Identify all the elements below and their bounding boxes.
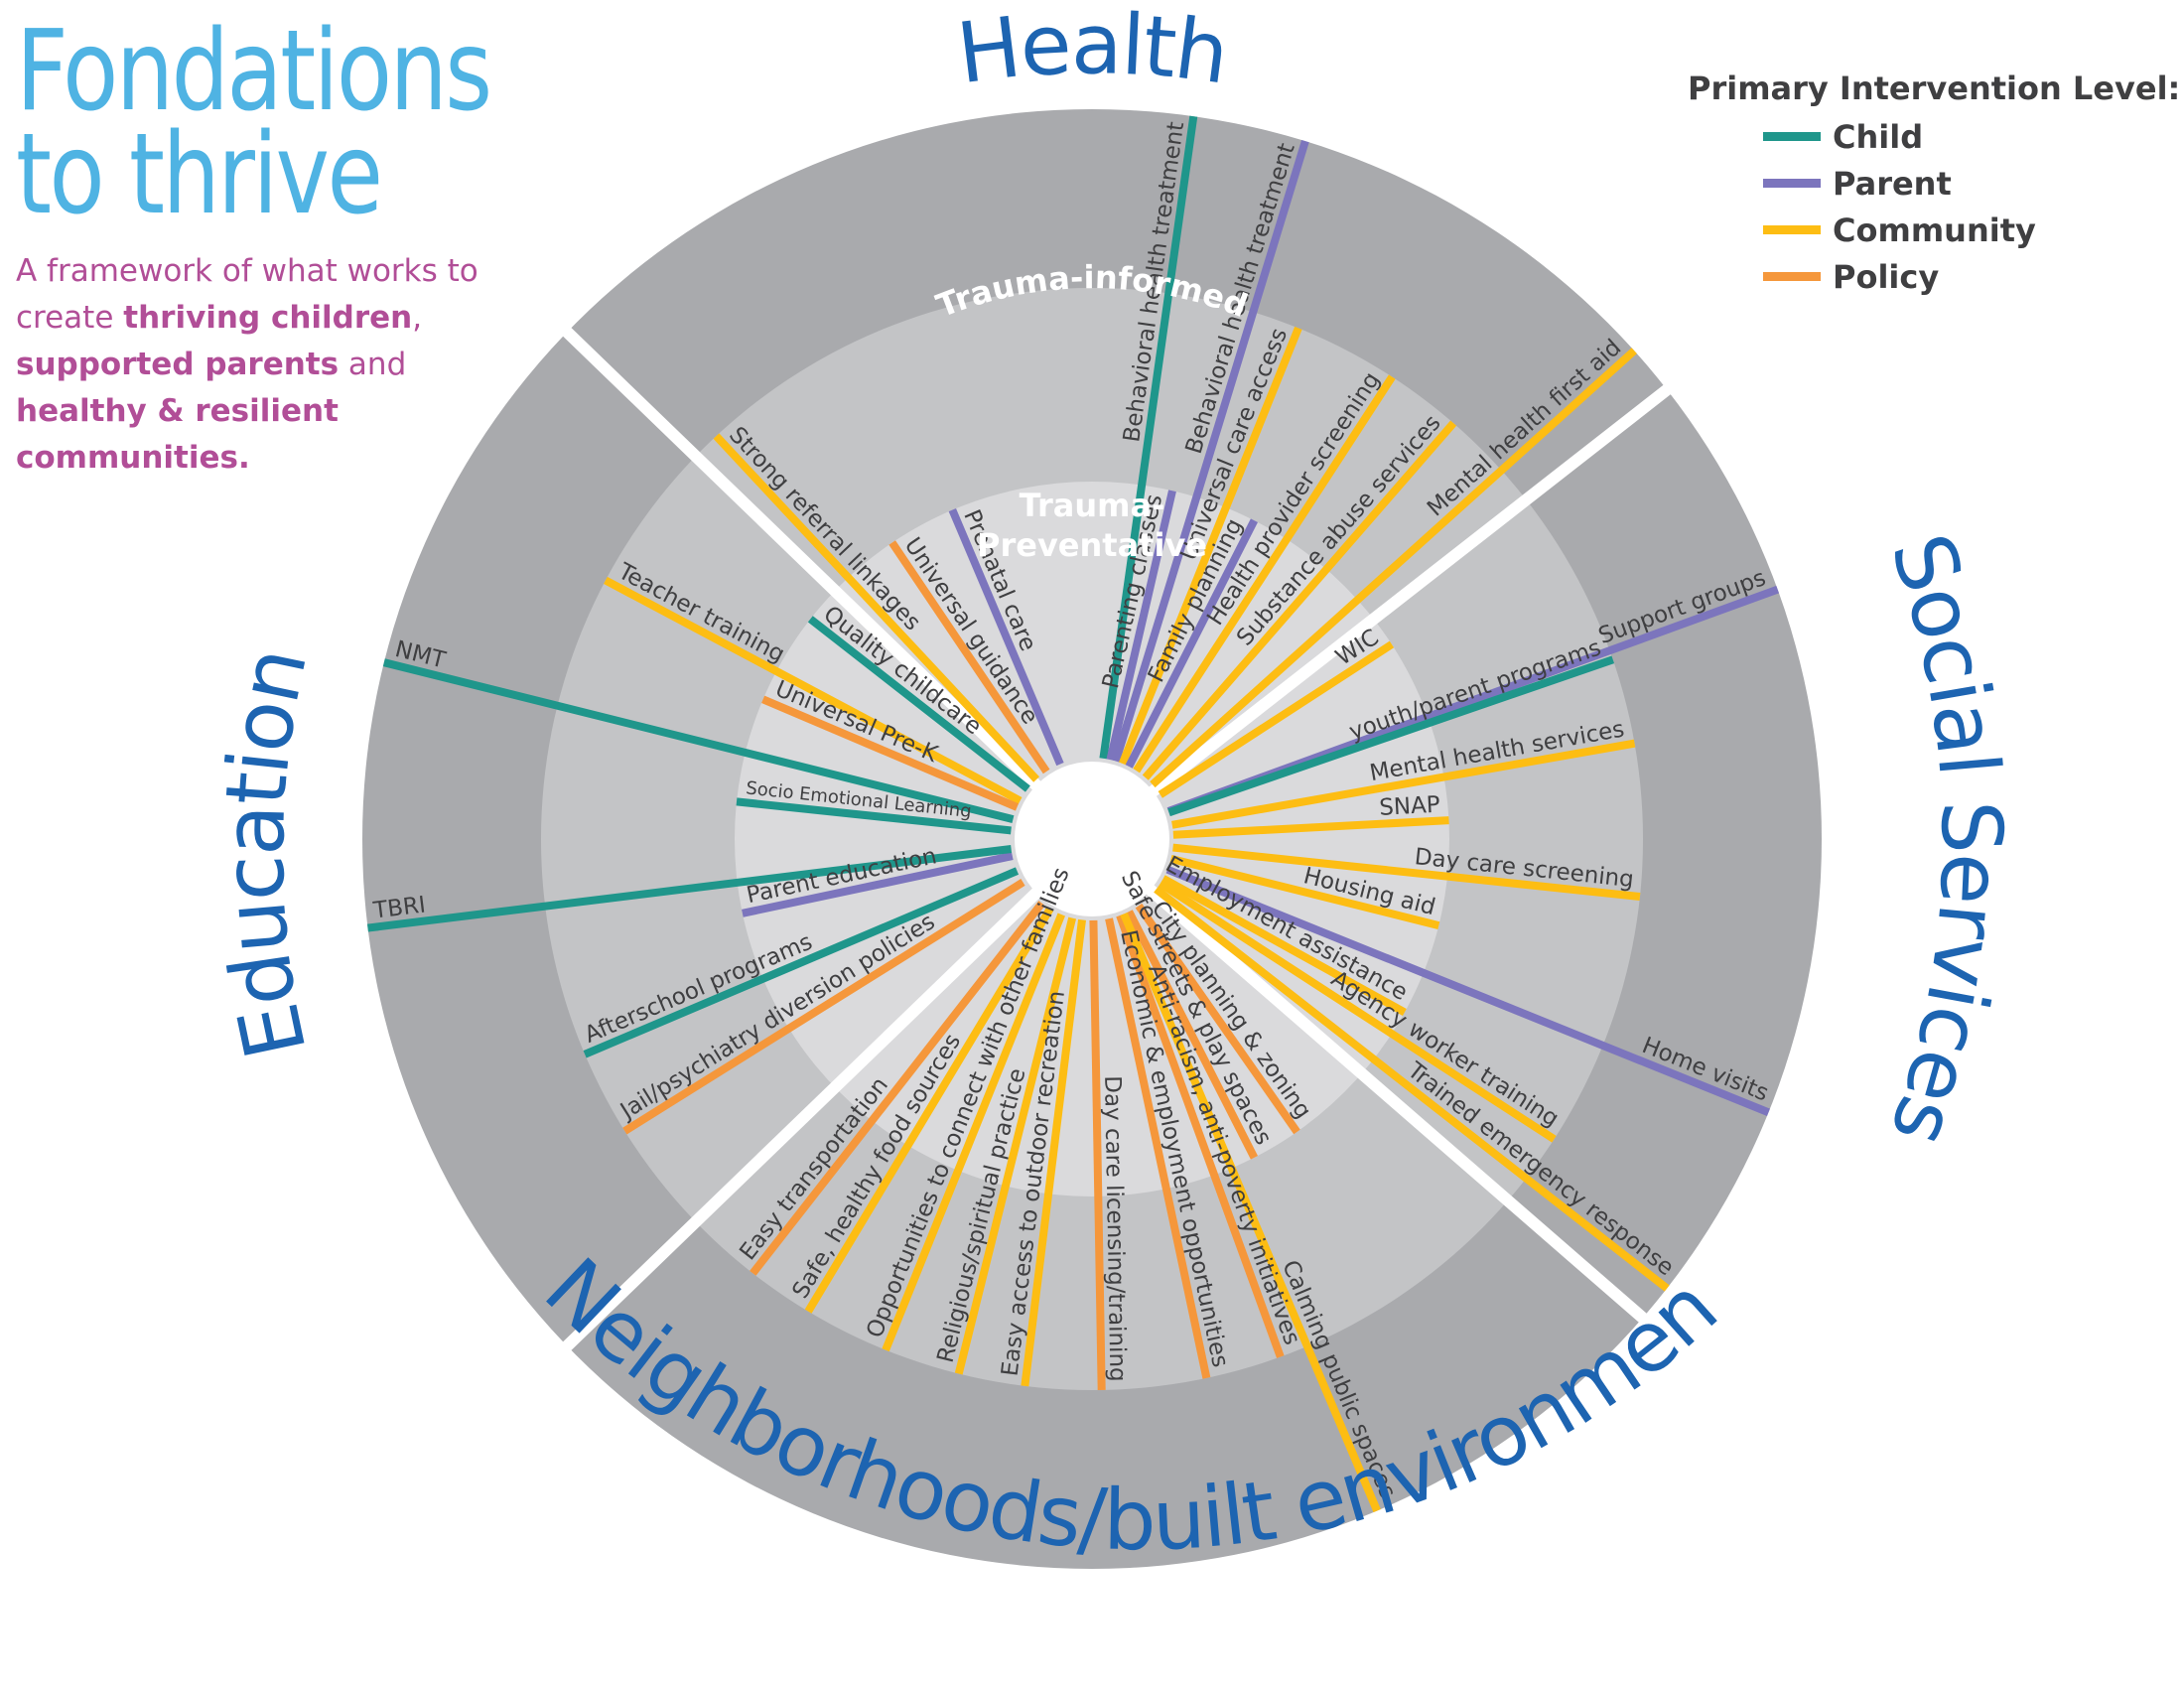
intervention-spoke: [742, 852, 1014, 917]
domain-separator: [1143, 378, 1679, 801]
domain-separators: [555, 321, 1679, 1357]
legend-item-parent: Parent: [1763, 160, 2180, 207]
intervention-spoke: [1167, 655, 1615, 817]
page-subtitle: A framework of what works to create thri…: [16, 248, 522, 482]
subtitle-emphasis-communities: healthy & resilient communities.: [16, 393, 339, 476]
legend-swatch: [1763, 179, 1821, 188]
intervention-spoke: [1172, 816, 1449, 839]
intervention-spoke: [948, 508, 1064, 767]
intervention-spoke: [1125, 518, 1259, 769]
intervention-label: Day care licensing/training: [1099, 1075, 1130, 1382]
domain-label-health-path: Health: [952, 0, 1234, 102]
ring-label-inner-2: Preventative: [977, 526, 1207, 564]
intervention-spoke: [954, 916, 1077, 1375]
legend-swatch: [1763, 132, 1821, 141]
intervention-spoke: [1099, 115, 1198, 760]
domain-label-social-path: Social Services: [1872, 522, 2023, 1156]
ring-label-inner-1: Trauma-: [1020, 487, 1165, 524]
domain-label-social: Social Services: [1872, 522, 2021, 1156]
intervention-spoke: [807, 616, 1030, 792]
intervention-spoke: [1169, 854, 1440, 929]
intervention-spoke: [750, 901, 1045, 1276]
intervention-label: SNAP: [1379, 792, 1441, 821]
page-title-line-2: to thrive: [16, 110, 383, 239]
intervention-spoke: [1021, 918, 1086, 1387]
domain-label-health: Health: [952, 0, 1232, 102]
legend-item-policy: Policy: [1763, 253, 2180, 300]
legend-swatch: [1763, 225, 1821, 234]
intervention-spoke: [604, 576, 1023, 805]
domain-separator: [555, 883, 1046, 1357]
intervention-spoke: [583, 867, 1020, 1058]
intervention-spoke: [1120, 912, 1381, 1513]
intervention-label: TBRI: [371, 892, 427, 923]
intervention-spoke: [713, 433, 1040, 782]
subtitle-text: and: [339, 347, 407, 382]
intervention-spoke: [622, 879, 1025, 1135]
intervention-spoke: [1165, 866, 1770, 1117]
intervention-spoke: [1133, 374, 1396, 774]
intervention-spoke: [1125, 910, 1259, 1160]
intervention-spoke: [1089, 919, 1106, 1390]
intervention-spoke: [1112, 139, 1309, 763]
domain-label-education-path: Education: [205, 641, 328, 1067]
subtitle-emphasis-children: thriving children: [123, 300, 413, 336]
intervention-spoke: [1160, 875, 1407, 1017]
subtitle-text: ,: [412, 300, 423, 336]
intervention-spoke: [1106, 490, 1176, 762]
intervention-spoke: [366, 845, 1013, 932]
ring-center: [1015, 762, 1169, 916]
intervention-spoke: [1172, 843, 1641, 901]
legend-item-child: Child: [1763, 113, 2180, 160]
intervention-spoke: [382, 658, 1015, 824]
intervention-spoke: [882, 913, 1065, 1352]
page-title-line-1: Fondations: [16, 7, 492, 136]
intervention-spoke: [736, 797, 1012, 835]
legend-label: Parent: [1833, 164, 1952, 203]
header: Fondations to thrive A framework of what…: [16, 7, 532, 482]
legend: Primary Intervention Level: Child Parent…: [1688, 70, 2180, 300]
intervention-spoke: [1105, 917, 1211, 1379]
legend-title: Primary Intervention Level:: [1688, 70, 2181, 107]
legend-label: Community: [1833, 211, 2036, 249]
intervention-spoke: [1158, 880, 1557, 1143]
subtitle-emphasis-parents: supported parents: [16, 347, 340, 382]
domain-separator: [1140, 880, 1655, 1330]
intervention-spokes: [366, 115, 1780, 1513]
intervention-spoke: [761, 695, 1020, 811]
subtitle-text: A framework of what works to create: [16, 253, 478, 336]
legend-label: Child: [1833, 117, 1924, 156]
intervention-spoke: [1142, 420, 1457, 780]
intervention-spoke: [888, 540, 1050, 774]
intervention-spoke: [1150, 348, 1637, 788]
intervention-spoke: [804, 907, 1054, 1314]
domain-label-education: Education: [205, 641, 326, 1067]
intervention-spoke: [1135, 903, 1300, 1135]
intervention-spoke: [1171, 739, 1636, 829]
intervention-spoke: [1116, 914, 1285, 1358]
domain-separator: [555, 321, 1046, 795]
intervention-spoke: [1154, 886, 1670, 1292]
intervention-spoke: [1158, 640, 1395, 798]
legend-swatch: [1763, 272, 1821, 281]
legend-label: Policy: [1833, 257, 1940, 296]
intervention-spoke: [1119, 326, 1302, 766]
legend-item-community: Community: [1763, 207, 2180, 253]
